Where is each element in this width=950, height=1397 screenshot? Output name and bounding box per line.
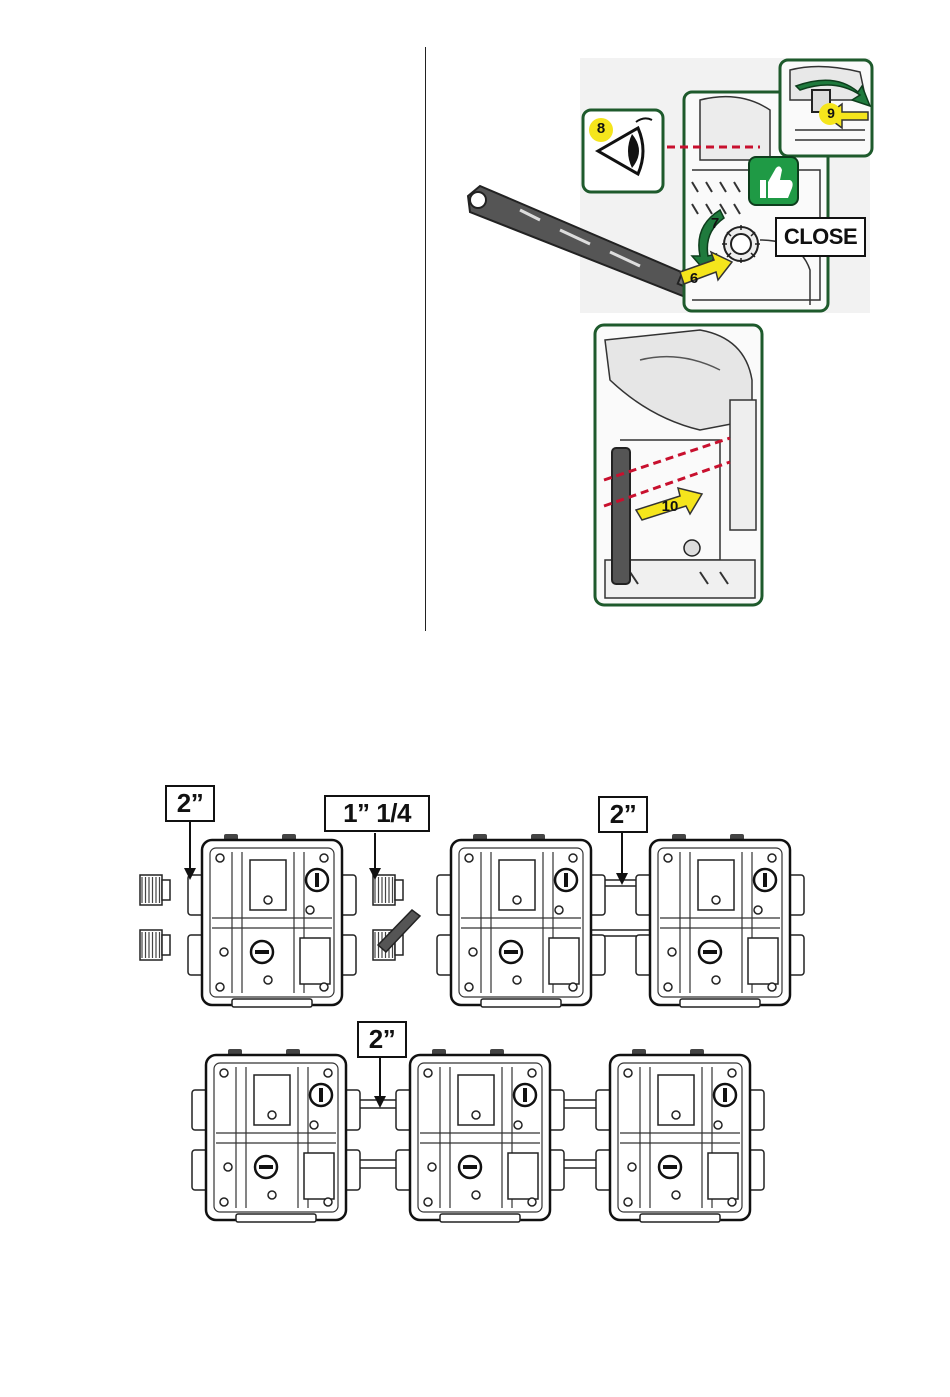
size-label-left: 2” <box>165 785 215 822</box>
pump-body-unit <box>396 1049 564 1222</box>
threaded-plug <box>140 930 170 960</box>
threaded-plug <box>373 875 403 905</box>
threaded-plug <box>140 875 170 905</box>
pump-body-unit <box>596 1049 764 1222</box>
pump-body-unit <box>192 1049 360 1222</box>
pump-body-unit <box>636 834 804 1007</box>
size-label-middle: 1” 1/4 <box>324 795 430 832</box>
pump-body-unit <box>437 834 605 1007</box>
size-label-right: 2” <box>598 796 648 833</box>
arrow-middle-label <box>369 833 381 880</box>
size-label-lower: 2” <box>357 1021 407 1058</box>
arrow-left-label <box>184 822 196 880</box>
pump-body-unit <box>188 834 356 1007</box>
arrow-right-label <box>616 833 628 885</box>
